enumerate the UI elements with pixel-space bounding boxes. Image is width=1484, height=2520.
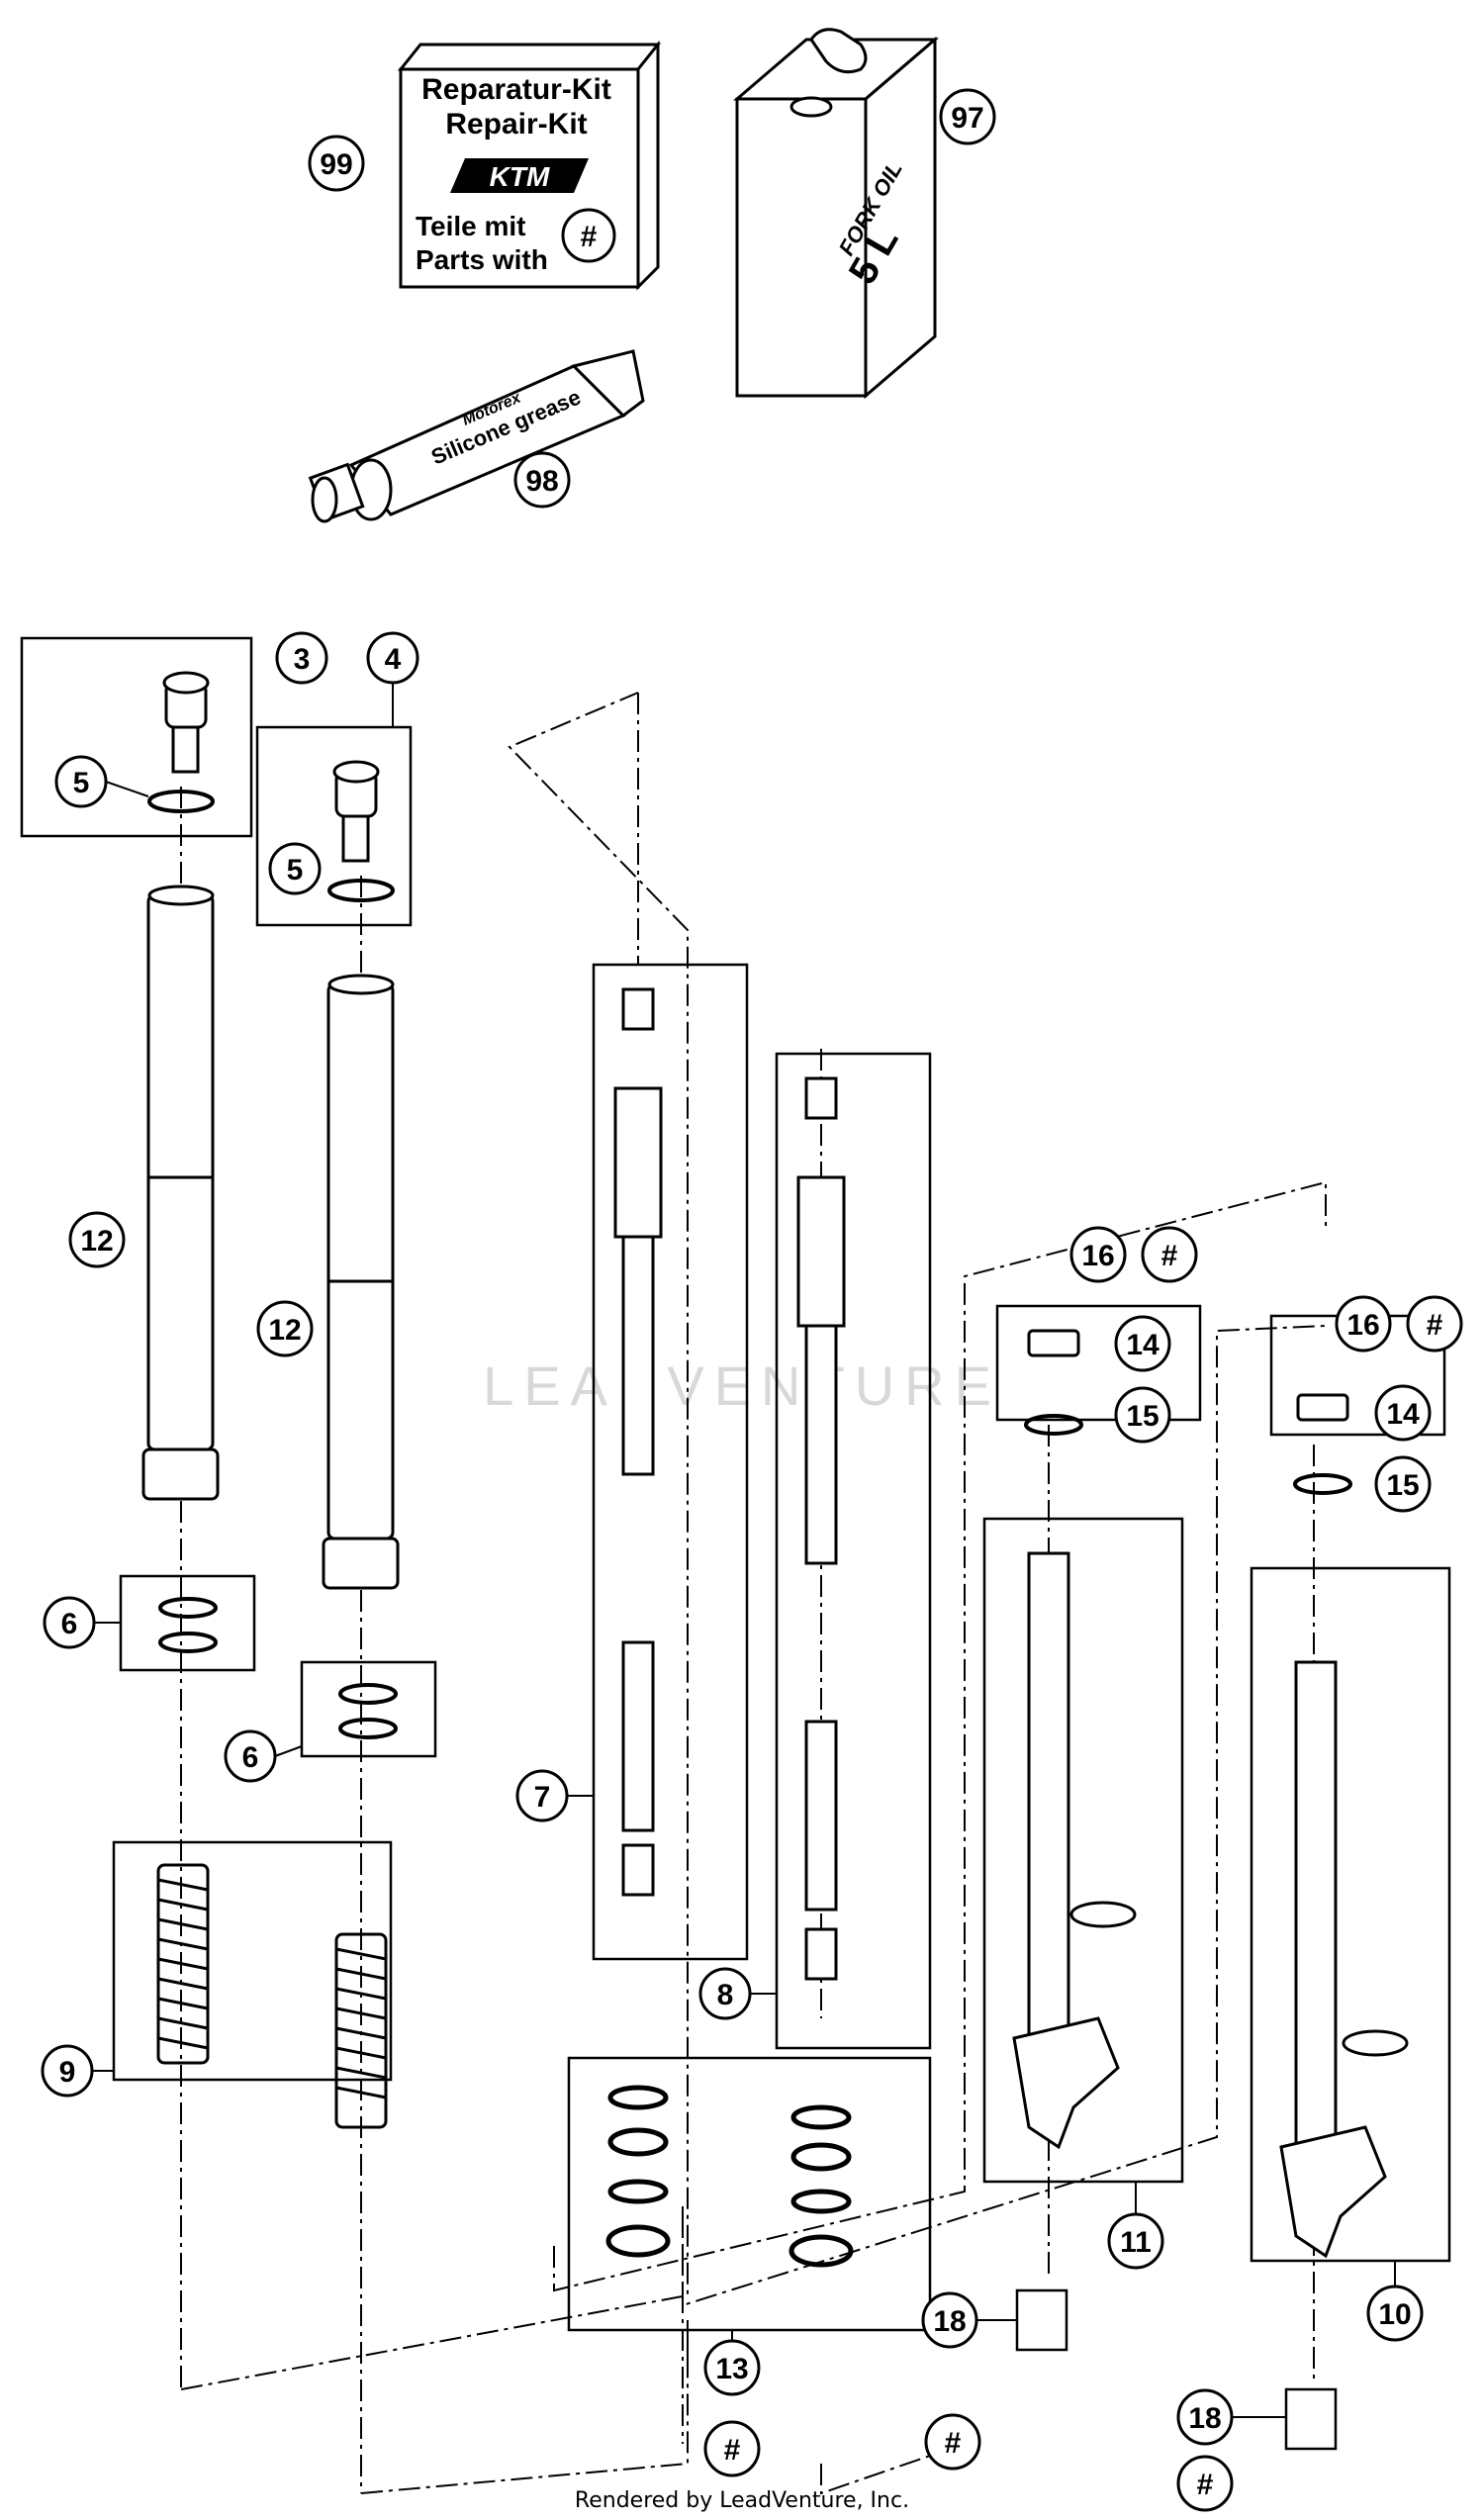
callout-6a-label: 6 (61, 1608, 78, 1640)
callout-13-hash-label: # (724, 2434, 741, 2467)
callout-11-label: 11 (1120, 2226, 1152, 2259)
callout-9: 9 (41, 2044, 114, 2098)
callout-5a: 5 (54, 755, 149, 808)
callout-7-label: 7 (534, 1781, 551, 1814)
damper-rod-8 (796, 1076, 846, 1981)
footer-credit: Rendered by LeadVenture, Inc. (574, 2488, 910, 2513)
callout-4: 4 (366, 631, 419, 727)
callout-99-label: 99 (320, 148, 352, 181)
callout-98-label: 98 (525, 465, 558, 498)
o-rings (147, 790, 398, 1739)
callout-6b-label: 6 (242, 1741, 259, 1774)
callout-3-label: 3 (294, 643, 311, 676)
callout-18-hash-label: # (1197, 2469, 1214, 2501)
group-boxes (20, 636, 1451, 2451)
callout-12a: 12 (68, 1211, 126, 1268)
fork-oil-can: FORK OIL 5 L (732, 28, 940, 400)
callout-16a: 16 (1069, 1226, 1127, 1283)
callout-5b: 5 (268, 842, 322, 895)
kit-title-en: Repair-Kit (445, 108, 587, 140)
callout-97: 97 (939, 88, 996, 145)
callout-16b-hash-label: # (1427, 1309, 1443, 1342)
callout-16b-label: 16 (1346, 1309, 1379, 1342)
callout-16a-hash-label: # (1161, 1240, 1178, 1272)
callout-12b: 12 (256, 1300, 314, 1357)
inner-fork-leg-10 (1279, 1660, 1409, 2259)
callout-15b-label: 15 (1386, 1469, 1419, 1502)
callouts: 99 97 98 3 4 5 5 12 (41, 88, 1463, 2512)
callout-8: 8 (698, 1967, 777, 2020)
callout-18a-label: 18 (933, 2305, 966, 2338)
outer-fork-tube-left (141, 885, 220, 1501)
outer-fork-tube-right (322, 974, 400, 1590)
kit-parts-en: Parts with (416, 244, 548, 275)
kit-hash-symbol: # (581, 221, 598, 253)
callout-16a-label: 16 (1081, 1240, 1114, 1272)
callout-13-label: 13 (715, 2353, 748, 2385)
callout-14b: 14 (1374, 1384, 1432, 1442)
callout-6b: 6 (224, 1729, 303, 1783)
callout-18-hash: # (1176, 2455, 1234, 2512)
callout-4-label: 4 (385, 643, 402, 676)
callout-13: 13 (703, 2330, 761, 2396)
callout-6a: 6 (43, 1596, 121, 1649)
callout-14a: 14 (1114, 1315, 1171, 1372)
callout-8-hash-label: # (945, 2427, 962, 2460)
callout-18a: 18 (921, 2291, 1017, 2349)
fork-cap-3 (162, 671, 210, 774)
callout-15a-label: 15 (1126, 1400, 1159, 1433)
callout-8-label: 8 (717, 1979, 734, 2011)
callout-7: 7 (515, 1769, 594, 1822)
callout-99: 99 (308, 135, 365, 192)
callout-11: 11 (1107, 2182, 1164, 2270)
callout-16b: 16 (1335, 1295, 1392, 1353)
silicone-grease-tube: Motorex Silicone grease (308, 349, 645, 523)
callout-18b: 18 (1176, 2388, 1286, 2446)
callout-16b-hash: # (1406, 1295, 1463, 1353)
watermark-text: LEADVENTURE (483, 1354, 1001, 1417)
callout-9-label: 9 (59, 2056, 76, 2089)
fork-springs (156, 1863, 388, 2129)
callout-16a-hash: # (1141, 1226, 1198, 1283)
inner-fork-leg-11 (1012, 1551, 1137, 2150)
callout-14b-label: 14 (1386, 1398, 1420, 1431)
callout-12b-label: 12 (268, 1314, 301, 1347)
callout-12a-label: 12 (80, 1225, 113, 1258)
repair-kit-box: Reparatur-Kit Repair-Kit KTM Teile mit P… (397, 40, 662, 291)
callout-15b: 15 (1374, 1455, 1432, 1513)
callout-13-hash: # (703, 2420, 761, 2477)
ktm-logo-text: KTM (490, 161, 550, 192)
callout-97-label: 97 (951, 102, 983, 135)
damper-rod-7 (613, 987, 663, 1897)
fork-cap-4 (332, 760, 380, 863)
callout-10-label: 10 (1378, 2298, 1411, 2331)
callout-14a-label: 14 (1126, 1329, 1159, 1361)
callout-5b-label: 5 (287, 854, 304, 887)
callout-3: 3 (275, 631, 328, 685)
ktm-logo: KTM (450, 158, 589, 193)
kit-title-de: Reparatur-Kit (421, 73, 611, 106)
callout-98: 98 (513, 451, 571, 509)
callout-10: 10 (1366, 2261, 1424, 2342)
bushings (1024, 1329, 1352, 1495)
callout-8-hash: # (924, 2413, 981, 2471)
seal-rings (605, 2085, 854, 2268)
callout-5a-label: 5 (73, 767, 90, 799)
callout-15a: 15 (1114, 1386, 1171, 1444)
kit-parts-de: Teile mit (416, 211, 526, 241)
callout-18b-label: 18 (1188, 2402, 1221, 2435)
